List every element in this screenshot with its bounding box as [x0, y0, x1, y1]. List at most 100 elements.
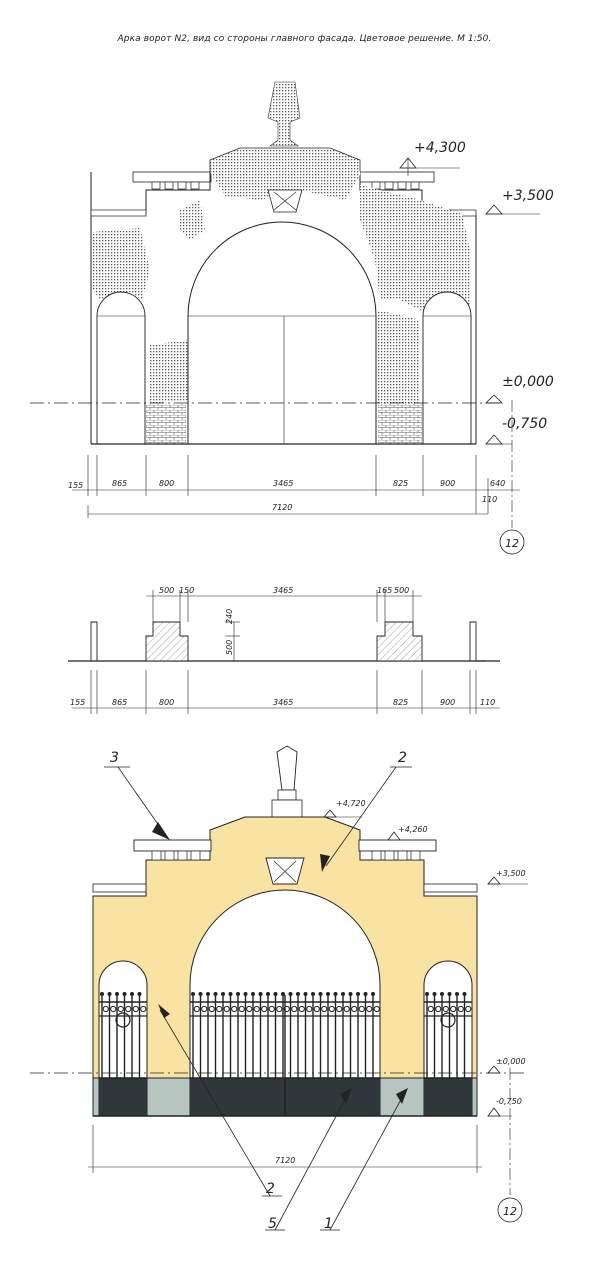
dim-text: 3465: [273, 479, 293, 488]
grille-medallion: [440, 1012, 456, 1028]
dim-text: 900: [440, 698, 455, 707]
keystone: [265, 857, 305, 885]
elevation-color: +4,720 +4,260 +3,500 ±0,000 -0,750 7120: [30, 745, 528, 1232]
main-gate-finial: [326, 992, 330, 996]
left-grille-finial: [130, 992, 134, 996]
callout-3: 3: [104, 750, 170, 840]
callout-label: 1: [324, 1216, 333, 1232]
gate-grilles: [99, 992, 472, 1079]
left-grille-finial: [122, 992, 127, 996]
dim-text: 3465: [273, 586, 293, 595]
callout-label: 2: [398, 750, 407, 766]
right-grille-scroll: [435, 1005, 442, 1013]
dim-text: 800: [159, 698, 174, 707]
main-gate-finial: [318, 992, 323, 996]
plinth-bricks: [146, 404, 186, 444]
left-grille-finial: [137, 992, 142, 996]
main-gate-finial: [356, 992, 360, 996]
dim-text: 500: [159, 586, 174, 595]
dim-text: 165: [377, 586, 392, 595]
left-arch[interactable]: [96, 291, 146, 445]
dim-text: 500: [394, 586, 409, 595]
main-gate-finial: [243, 992, 248, 996]
main-gate-finial: [371, 992, 375, 996]
main-gate-finial: [236, 992, 240, 996]
dim-text: 3465: [273, 698, 293, 707]
main-gate-finial: [228, 992, 233, 996]
left-grille-scroll: [125, 1005, 132, 1013]
dim-text: 825: [393, 479, 408, 488]
level-marker: ±0,000: [485, 374, 554, 404]
left-grille-finial: [115, 992, 119, 996]
dim-text: 110: [480, 698, 495, 707]
dim-text: 150: [179, 586, 194, 595]
drawing-title: Арка ворот N2, вид со стороны главного ф…: [117, 34, 492, 44]
finial: [267, 81, 301, 147]
dim-text: 640: [490, 479, 505, 488]
callout-label: 5: [268, 1216, 277, 1232]
main-gate-scroll: [291, 1005, 298, 1013]
gate-panel: [99, 1078, 147, 1116]
main-gate-scroll: [216, 1005, 223, 1013]
level-marker: -0,750: [487, 1097, 522, 1117]
level-text: +3,500: [502, 188, 554, 204]
main-gate-finial: [333, 992, 338, 996]
right-grille-finial: [440, 992, 444, 996]
elevation-existing: +4,300 +3,500 ±0,000 -0,750: [30, 81, 554, 555]
right-grille-finial: [447, 992, 452, 996]
level-text: -0,750: [496, 1097, 522, 1106]
axis-label: 12: [503, 1205, 517, 1218]
level-text: +4,720: [336, 799, 366, 808]
dim-text: 865: [112, 479, 127, 488]
callout-2-top: 2: [320, 750, 412, 872]
main-gate-scroll: [231, 1005, 238, 1013]
left-grille-scroll: [132, 1005, 139, 1013]
main-gate-finial: [198, 992, 203, 996]
main-gate-scroll: [343, 1005, 350, 1013]
dim-text: 110: [482, 495, 497, 504]
grille-medallion: [115, 1012, 131, 1028]
right-grille-finial: [462, 992, 467, 996]
dim-text: 800: [159, 479, 174, 488]
callout-label: 3: [110, 750, 119, 766]
left-grille-scroll: [140, 1005, 147, 1013]
plinth-bricks: [378, 404, 422, 444]
finial: [276, 745, 298, 791]
damage-patch: [150, 340, 188, 404]
left-grille-scroll: [117, 1005, 124, 1013]
dim-text: 900: [440, 479, 455, 488]
main-gate-scroll: [276, 1005, 283, 1013]
axis-bubble: [497, 1197, 523, 1223]
level-marker: +4,300: [399, 140, 466, 176]
dim-total: 7120: [272, 503, 292, 512]
main-arch[interactable]: [187, 221, 377, 445]
level-marker: ±0,000: [487, 1057, 526, 1074]
damage-patch: [93, 228, 150, 300]
plan-pier-left: [145, 621, 189, 662]
dim-text: 825: [393, 698, 408, 707]
main-gate-finial: [273, 992, 278, 996]
level-text: -0,750: [502, 416, 547, 432]
right-grille-scroll: [465, 1005, 472, 1013]
right-grille-scroll: [442, 1005, 449, 1013]
cornice-right: [359, 171, 435, 183]
main-gate-finial: [258, 992, 263, 996]
right-arch[interactable]: [422, 291, 472, 445]
main-gate-finial: [296, 992, 300, 996]
level-marker: -0,750: [485, 416, 547, 445]
right-grille-finial: [425, 992, 429, 996]
main-gate-finial: [191, 992, 195, 996]
damage-patch: [378, 310, 420, 404]
right-grille-finial: [455, 992, 459, 996]
plan-pier-right: [376, 621, 423, 662]
main-gate-finial: [206, 992, 210, 996]
dim-text: 865: [112, 698, 127, 707]
right-grille-finial: [432, 992, 437, 996]
main-gate-scroll: [261, 1005, 268, 1013]
main-gate-finial: [288, 992, 293, 996]
right-grille-scroll: [450, 1005, 457, 1013]
plan: 500 150 3465 165 500 240 500 155 865 800…: [68, 586, 500, 714]
right-grille-scroll: [457, 1005, 464, 1013]
callout-1: 1: [320, 1088, 408, 1232]
cornice-right: [358, 839, 437, 852]
